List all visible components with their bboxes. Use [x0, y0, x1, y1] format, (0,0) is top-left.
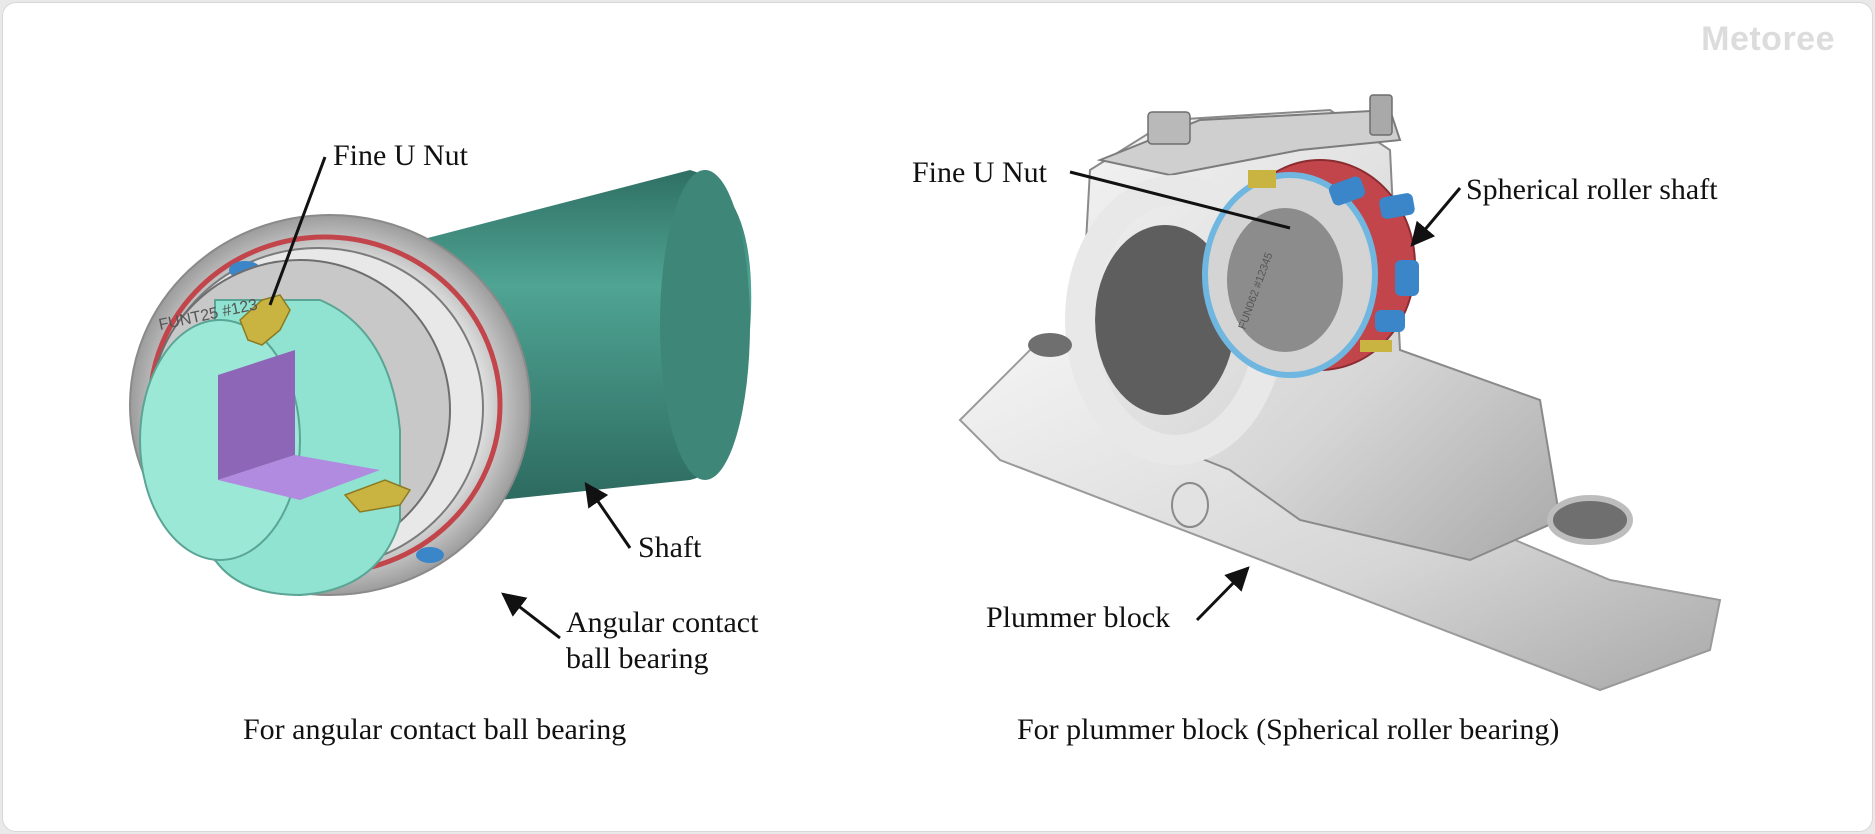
- label-plummer-block: Plummer block: [986, 601, 1171, 634]
- grease-nipple: [1369, 94, 1393, 136]
- arrow-shaft: [584, 482, 632, 549]
- right-assembly-illustration: FUN062 #12345: [958, 94, 1722, 692]
- dowel-pin: [1171, 482, 1209, 528]
- cutaway-plane: [218, 350, 295, 480]
- shaft-end-face: [660, 170, 750, 480]
- left-assembly-illustration: FUNT25 #123: [129, 170, 752, 597]
- label-spherical-roller-shaft: Spherical roller shaft: [1466, 173, 1718, 206]
- arrow-angular-bearing: [501, 592, 561, 640]
- label-shaft: Shaft: [638, 531, 702, 564]
- ball-element: [416, 547, 444, 563]
- roller-element: [1328, 176, 1366, 206]
- arrow-spherical: [1410, 187, 1462, 247]
- nut-bore: [1227, 208, 1343, 352]
- caption-right: For plummer block (Spherical roller bear…: [1017, 713, 1560, 746]
- caption-left: For angular contact ball bearing: [243, 713, 627, 746]
- housing-cap: [1096, 108, 1402, 177]
- label-angular-contact-ball-bearing: Angular contact ball bearing: [566, 606, 759, 675]
- label-fine-u-nut-left: Fine U Nut: [333, 139, 468, 172]
- arrow-plummer: [1195, 566, 1250, 622]
- fine-u-nut-part: [239, 294, 291, 346]
- roller-element: [1375, 310, 1405, 332]
- label-fine-u-nut-right: Fine U Nut: [912, 156, 1047, 189]
- housing-bore: [1095, 225, 1235, 415]
- foot-bolt-hole: [1547, 495, 1633, 545]
- watermark: Metoree: [1701, 20, 1835, 58]
- housing-seal: [1248, 170, 1276, 188]
- leader-line-fine-u-nut-left: [268, 156, 327, 306]
- housing-seal: [1360, 340, 1392, 352]
- roller-element: [1379, 193, 1415, 219]
- roller-element: [1395, 260, 1419, 296]
- foot-bolt-hole: [1028, 333, 1072, 357]
- cutaway-plane: [218, 455, 380, 500]
- leader-line-fine-u-nut-right: [1069, 170, 1291, 230]
- fine-u-nut-part: [343, 479, 412, 513]
- cap-bolt: [1147, 111, 1191, 145]
